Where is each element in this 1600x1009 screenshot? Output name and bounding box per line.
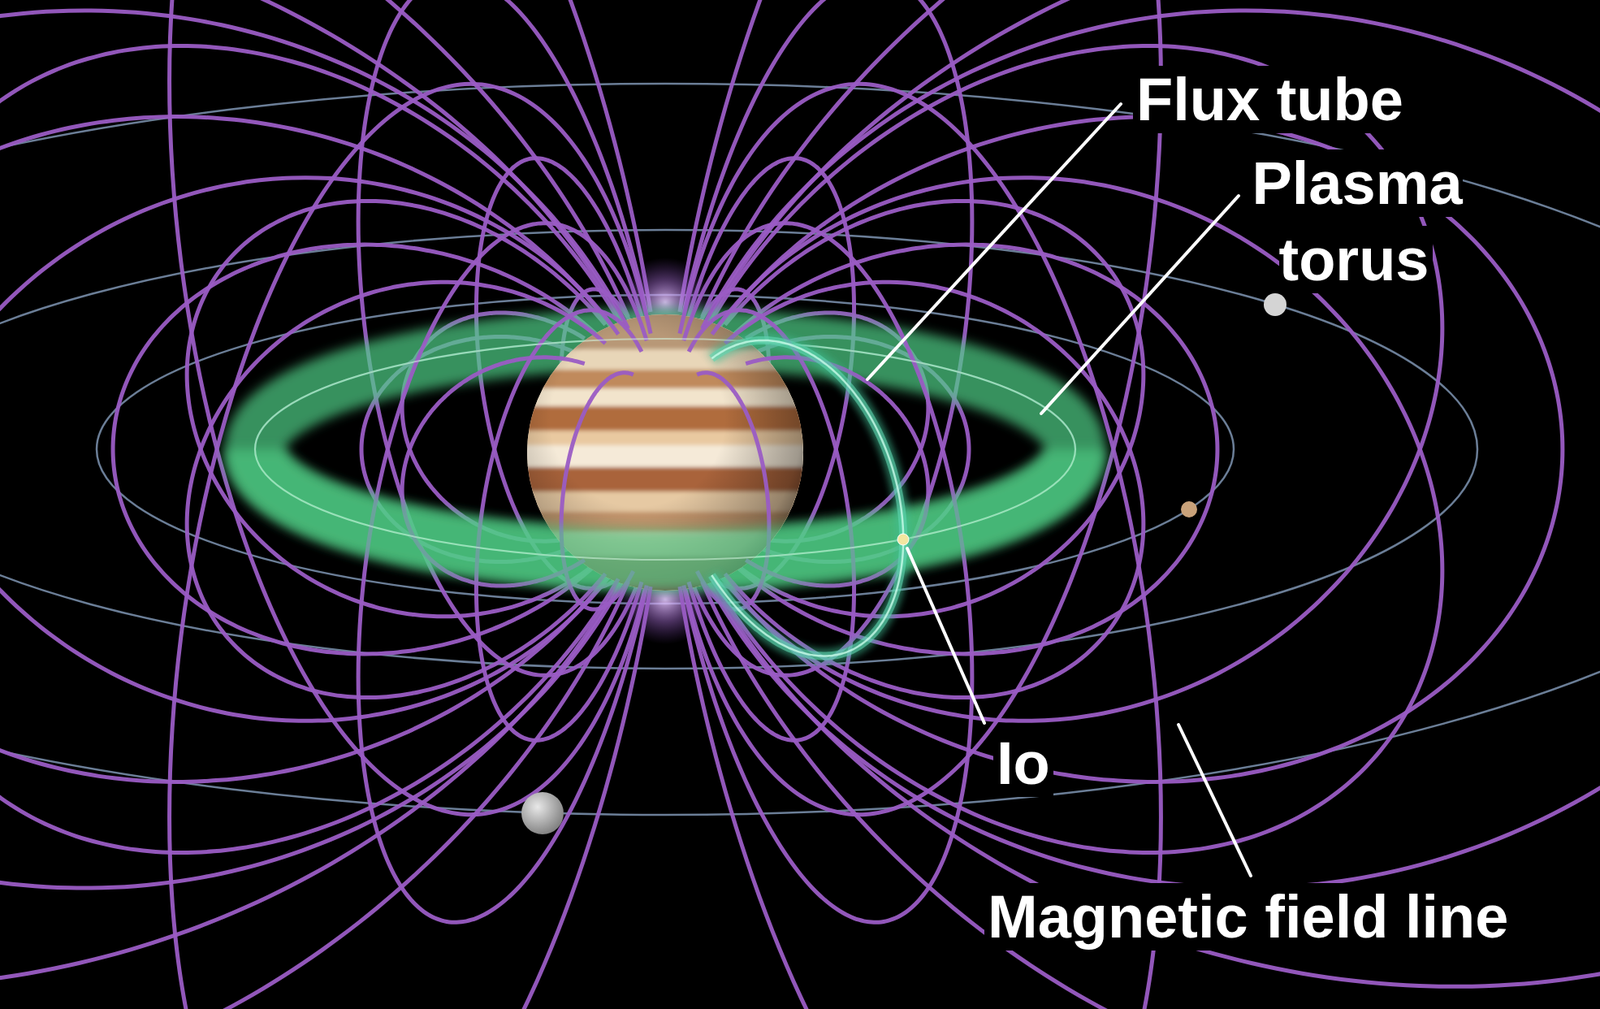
flux-tube-core [711, 340, 904, 657]
magnetic-field-line [712, 45, 1443, 721]
callout-label-box: Plasma torus [1245, 145, 1466, 299]
magnetic-field-line [701, 10, 1600, 1009]
leader-line [907, 548, 985, 723]
flux-tube [711, 340, 904, 657]
plasma-torus-front [255, 449, 1076, 560]
flux-tube-glow [711, 340, 904, 657]
callisto-moon [521, 791, 564, 835]
torus-core-line [255, 338, 1076, 560]
callout-label: Plasma torus [1248, 149, 1462, 294]
leader-line [1041, 195, 1239, 414]
magnetic-field-line [0, 116, 611, 783]
leader-line [1178, 724, 1251, 876]
back-field-lines [0, 0, 1600, 986]
ganymede-moon [1263, 293, 1287, 316]
io-moon [897, 533, 909, 545]
ganymede-orbit [0, 229, 1478, 669]
magnetic-field-line [719, 116, 1563, 783]
callout-label: Magnetic field line [984, 882, 1512, 951]
magnetic-field-line [707, 0, 1600, 986]
callout-label-box: Io [993, 728, 1054, 798]
leader-lines [867, 103, 1251, 876]
leader-line [867, 103, 1121, 380]
europa-orbit [96, 294, 1234, 604]
callout-label-box: Magnetic field line [984, 882, 1512, 952]
europa-moon [1180, 501, 1198, 518]
callout-label: Io [993, 729, 1054, 797]
front-field-lines [0, 10, 1600, 1009]
callout-label-box: Flux tube [1132, 64, 1407, 135]
flux-tube-body [711, 340, 904, 657]
callout-label: Flux tube [1132, 65, 1407, 134]
